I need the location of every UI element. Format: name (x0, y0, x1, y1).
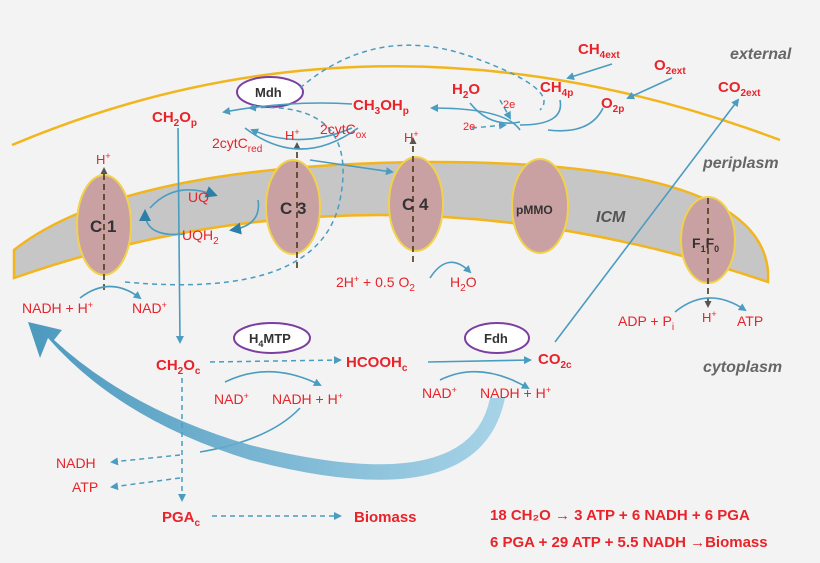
pmmo-to-ch3oh-arrow (430, 104, 521, 131)
icm-label: ICM (596, 209, 626, 226)
cytc-ox-label: 2cytCox (320, 121, 366, 141)
c4-reactant-label: 2H+ + 0.5 O2 (336, 274, 415, 294)
ch3oh-to-ch2o-arrow (222, 102, 353, 115)
cytc-cycle-arrow-2 (250, 127, 353, 141)
uq-cycle-bottom (229, 199, 260, 235)
h2o-to-pmmo-arrow (469, 102, 521, 124)
co2ext-label: CO2ext (718, 79, 761, 99)
c3-proton-label: H+ (285, 127, 300, 143)
h4mtp-nadh-label: NADH + H+ (272, 391, 343, 407)
summary-equation-1: 18 CH₂O → 3 ATP + 6 NADH + 6 PGA (490, 507, 750, 524)
ch4p-to-pmmo-arrow (519, 99, 562, 126)
biomass-label: Biomass (354, 509, 417, 526)
fdh-label: Fdh (484, 331, 508, 346)
complex-c4-shape[interactable] (388, 156, 444, 252)
external-label: external (730, 46, 792, 63)
ch4ext-label: CH4ext (578, 41, 620, 61)
h4mtp-label: H4MTP (249, 331, 291, 349)
ch3ohp-label: CH3OHp (353, 97, 409, 117)
c1-to-ch3oh-dashed (124, 103, 344, 286)
o2ext-label: O2ext (654, 57, 686, 77)
cytoplasm-label: cytoplasm (703, 359, 782, 376)
outer-membrane (11, 65, 781, 147)
c4-label: C 4 (402, 195, 429, 214)
to-nadh-left-dashed (110, 454, 181, 466)
nadh-return-big-arrow (28, 322, 505, 480)
hcooh-label: HCOOHc (346, 354, 408, 374)
ch2o-to-hcooh-dashed (209, 356, 342, 365)
ch4ext-to-ch4p-arrow (566, 63, 613, 80)
c4-product-label: H2O (450, 274, 477, 294)
electron-label-1: 2e (503, 99, 515, 111)
fdh-enzyme-shape[interactable] (464, 322, 530, 354)
to-atp-left-dashed (110, 477, 181, 491)
h4mtp-nadh-return (199, 407, 301, 453)
top-dashed-arc (299, 44, 545, 111)
hcooh-to-co2-arrow (427, 356, 532, 365)
fdh-nadh-label: NADH + H+ (480, 385, 551, 401)
o2ext-to-o2p-arrow (626, 77, 673, 100)
cyt-to-c4-arrow (309, 159, 394, 176)
h2o-top-label: H2O (452, 81, 480, 101)
pmmo-label: pMMO (516, 203, 553, 217)
complex-pmmo-shape[interactable] (511, 158, 569, 254)
c3-label: C 3 (280, 199, 306, 218)
uq-cycle-left (139, 209, 186, 236)
f-atp-label: ATP (737, 313, 763, 329)
electron-label-2: 2e (463, 121, 475, 133)
cytc-cycle-arrow (244, 127, 359, 150)
c1-proton-label: H+ (96, 151, 111, 167)
ch4p-label: CH4p (540, 79, 573, 99)
atp-left-label: ATP (72, 479, 98, 495)
h4mtp-enzyme-shape[interactable] (233, 322, 311, 354)
adp-pi-label: ADP + Pi (618, 313, 674, 333)
uq-label: UQ (188, 189, 209, 205)
mdh-label: Mdh (255, 85, 282, 100)
h4mtp-nad-cycle (224, 370, 322, 386)
ch2op-label: CH2Op (152, 109, 197, 129)
nadh-left-label: NADH (56, 455, 96, 471)
e-dashed-1 (499, 99, 511, 120)
o2p-to-pmmo-arrow (547, 107, 604, 132)
complex-c3-shape[interactable] (265, 159, 321, 255)
co2c-to-co2ext-arrow (554, 98, 740, 343)
summary-equation-2: 6 PGA + 29 ATP + 5.5 NADH →Biomass (490, 534, 768, 551)
f-proton-label: H+ (702, 309, 717, 325)
e-dashed-2 (471, 121, 507, 130)
o2p-label: O2p (601, 95, 624, 115)
c4-product-arrow (429, 261, 472, 279)
periplasm-label: periplasm (702, 155, 779, 172)
c1-nadh-label: NADH + H+ (22, 300, 93, 316)
ch2oc-label: CH2Oc (156, 357, 201, 377)
uq-cycle-top (149, 186, 218, 209)
f-atp-cycle (674, 297, 747, 313)
c1-label: C 1 (90, 217, 116, 236)
cytc-red-label: 2cytCred (212, 135, 262, 155)
fdh-nad-cycle (439, 370, 530, 390)
c1-nad-label: NAD+ (132, 300, 167, 316)
c1-nadh-cycle (79, 285, 142, 300)
uqh2-label: UQH2 (182, 227, 219, 247)
h4mtp-nad-label: NAD+ (214, 391, 249, 407)
f1f0-label: F1F0 (692, 235, 719, 254)
fdh-nad-label: NAD+ (422, 385, 457, 401)
pga-label: PGAc (162, 509, 201, 529)
c4-proton-label: H+ (404, 129, 419, 145)
co2c-label: CO2c (538, 351, 572, 371)
